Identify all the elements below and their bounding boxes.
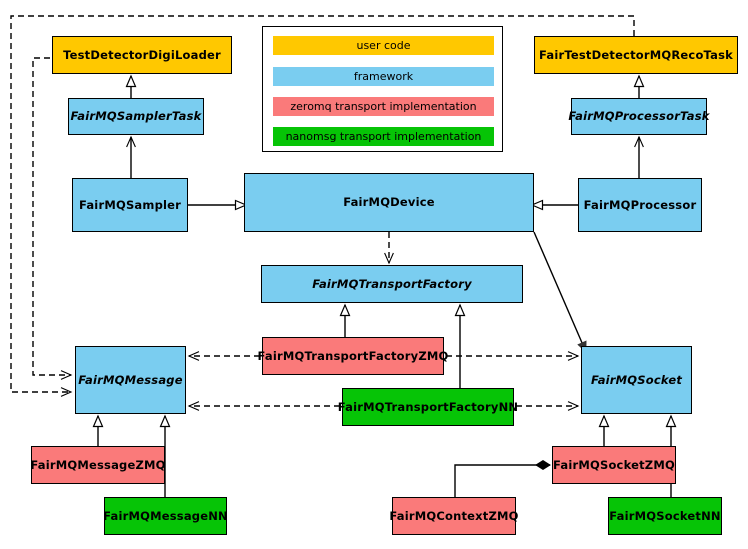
class-node-fairmqdevice[interactable]: FairMQDevice — [244, 173, 534, 232]
legend-item-zeromq: zeromq transport implementation — [273, 97, 494, 116]
class-node-fairmqsamplertask[interactable]: FairMQSamplerTask — [68, 98, 204, 135]
class-node-fairmqtransportfactory[interactable]: FairMQTransportFactory — [261, 265, 523, 303]
class-label: FairMQSamplerTask — [70, 109, 202, 124]
class-label: FairMQTransportFactoryNN — [337, 399, 519, 414]
legend-box: user code framework zeromq transport imp… — [262, 26, 503, 152]
class-node-fairmqmessagenn[interactable]: FairMQMessageNN — [103, 497, 228, 535]
legend-label-user-code: user code — [356, 39, 411, 52]
class-node-testdetectordigiloader[interactable]: TestDetectorDigiLoader — [52, 36, 232, 74]
class-node-fairmqsocketzmq[interactable]: FairMQSocketZMQ — [552, 446, 676, 484]
class-label: FairMQProcessorTask — [568, 109, 710, 124]
class-label: FairMQMessageNN — [103, 508, 228, 523]
class-node-fairmqsocketnn[interactable]: FairMQSocketNN — [608, 497, 722, 535]
class-node-fairmqprocessortask[interactable]: FairMQProcessorTask — [568, 98, 710, 135]
class-node-fairtestdetectormqrecotask[interactable]: FairTestDetectorMQRecoTask — [534, 36, 738, 74]
class-node-fairmqtransportfactoryzmq[interactable]: FairMQTransportFactoryZMQ — [258, 337, 448, 375]
class-label: FairTestDetectorMQRecoTask — [539, 47, 733, 62]
class-label: FairMQSocketZMQ — [553, 457, 675, 472]
class-node-fairmqcontextzmq[interactable]: FairMQContextZMQ — [389, 497, 519, 535]
class-node-fairmqmessagezmq[interactable]: FairMQMessageZMQ — [30, 446, 166, 484]
class-label: FairMQContextZMQ — [389, 508, 519, 523]
class-label: FairMQTransportFactory — [312, 276, 472, 291]
legend-item-nanomsg: nanomsg transport implementation — [273, 127, 494, 146]
legend-label-zeromq: zeromq transport implementation — [290, 100, 477, 113]
legend-item-user-code: user code — [273, 36, 494, 55]
edge-digiloader-message — [32, 57, 73, 380]
legend-label-framework: framework — [353, 70, 414, 83]
edge-device-socket — [533, 231, 587, 352]
legend-item-framework: framework — [273, 67, 494, 86]
class-node-fairmqprocessor[interactable]: FairMQProcessor — [578, 178, 702, 232]
class-label: FairMQSampler — [78, 197, 182, 212]
class-label: TestDetectorDigiLoader — [63, 47, 221, 62]
class-node-fairmqsampler[interactable]: FairMQSampler — [72, 178, 188, 232]
class-label: FairMQSocketNN — [609, 508, 721, 523]
class-node-fairmqtransportfactorynn[interactable]: FairMQTransportFactoryNN — [338, 388, 518, 426]
edge-contextzmq-socketzmq — [454, 460, 551, 497]
class-label: FairMQDevice — [343, 195, 435, 210]
class-node-fairmqmessage[interactable]: FairMQMessage — [75, 346, 186, 414]
class-label: FairMQTransportFactoryZMQ — [257, 348, 449, 363]
legend-label-nanomsg: nanomsg transport implementation — [285, 130, 482, 143]
class-node-fairmqsocket[interactable]: FairMQSocket — [581, 346, 692, 414]
class-label: FairMQSocket — [590, 372, 683, 387]
class-label: FairMQMessage — [78, 372, 183, 387]
class-label: FairMQProcessor — [583, 197, 697, 212]
class-label: FairMQMessageZMQ — [30, 457, 166, 472]
